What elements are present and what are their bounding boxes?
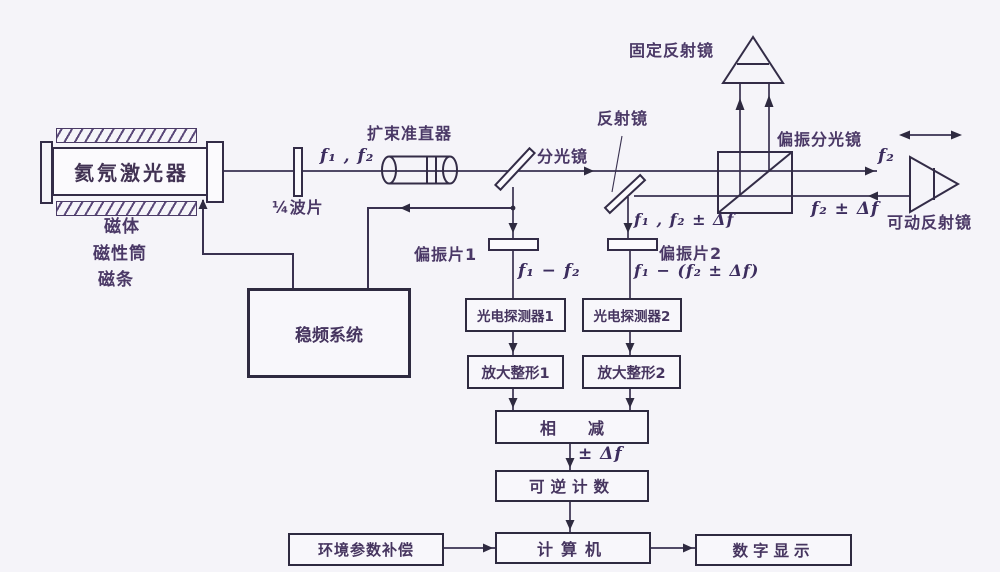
detector1-label: 光电探测器1 <box>477 309 554 325</box>
polarizer2-glass <box>607 238 658 251</box>
magnet-bar-top <box>56 128 197 143</box>
beam-splitter-glass <box>493 146 537 192</box>
fixed-reflector-label: 固定反射镜 <box>629 41 715 60</box>
subtract-box: 相 减 <box>495 410 649 444</box>
expander-label: 扩束准直器 <box>367 124 453 143</box>
amp1-box: 放大整形1 <box>467 355 564 389</box>
amp2-label: 放大整形2 <box>597 365 666 382</box>
beam-label-f1f2: f₁ , f₂ <box>320 146 375 166</box>
mirror-label: 反射镜 <box>597 109 649 128</box>
arrow-motion-right <box>951 130 962 140</box>
env-comp-box: 环境参数补偿 <box>288 533 444 566</box>
arrow-computer-display <box>683 543 693 553</box>
movable-reflector-label: 可动反射镜 <box>887 213 973 232</box>
display-box: 数字显示 <box>695 534 852 566</box>
beam-label-f1-minus-f2: f₁ − f₂ <box>518 261 581 281</box>
detector1-box: 光电探测器1 <box>465 298 566 332</box>
detector2-box: 光电探测器2 <box>582 298 682 332</box>
arrow-env-computer <box>483 543 493 553</box>
magnet-bar-bottom <box>56 201 197 216</box>
arrow-pbs-up-left <box>735 98 745 110</box>
computer-box: 计算机 <box>495 532 651 564</box>
laser-feedback-line <box>202 200 294 288</box>
arrow-det1-amp1 <box>508 343 518 353</box>
arrow-motion-left <box>899 130 910 140</box>
beam-label-f1-minus-f2df: f₁ − (f₂ ± Δf) <box>634 261 760 280</box>
beamsplitter-label: 分光镜 <box>537 147 589 166</box>
mirror-label-leader <box>611 135 623 193</box>
beam-label-f2-df: f₂ ± Δf <box>811 199 880 219</box>
polarizer2-label: 偏振片2 <box>659 244 723 263</box>
expander-right-end <box>442 155 458 185</box>
beam-label-f1f2-df: f₁ , f₂ ± Δf <box>634 210 735 229</box>
pbs-label: 偏振分光镜 <box>777 130 863 149</box>
arrow-laser-feedback-up <box>198 199 208 209</box>
laser-tube: 氦氖激光器 <box>52 147 211 196</box>
arrow-branch-left <box>400 203 410 213</box>
arrow-amp2-sub <box>625 398 635 408</box>
subtract-label: 相 减 <box>539 419 604 438</box>
expander-left-end <box>381 155 397 185</box>
waveplate-label: ¼波片 <box>272 198 324 217</box>
polarizer1-label: 偏振片1 <box>414 245 478 264</box>
amp2-box: 放大整形2 <box>582 355 681 389</box>
label-pm-df: ± Δf <box>578 444 623 464</box>
freq-stab-label: 稳频系统 <box>295 325 363 346</box>
arrow-mirror-down <box>623 223 633 233</box>
env-comp-label: 环境参数补偿 <box>317 541 414 559</box>
arrow-det2-amp2 <box>625 343 635 353</box>
pbs-diagonal <box>717 151 793 214</box>
arrow-amp1-sub <box>508 398 518 408</box>
laser-end-cap <box>206 141 224 203</box>
counter-box: 可逆计数 <box>495 470 649 502</box>
arrow-counter-computer <box>565 520 575 530</box>
polarizer1-glass <box>488 238 539 251</box>
magnet-label-1: 磁体 <box>104 217 140 237</box>
arrow-pbs-up-right <box>764 95 774 107</box>
branch-junction-dot <box>510 205 516 211</box>
fixed-reflector-prism <box>721 35 785 84</box>
waveplate-glass <box>293 147 303 197</box>
freq-stab-box: 稳频系统 <box>247 288 411 378</box>
counter-label: 可逆计数 <box>528 478 615 496</box>
arrow-main-beam-right <box>865 166 875 176</box>
detector2-label: 光电探测器2 <box>593 309 671 325</box>
magnet-label-2: 磁性筒 <box>93 244 147 264</box>
freq-stab-branch-line <box>367 207 513 288</box>
arrow-main-beam-mid <box>584 166 594 176</box>
computer-label: 计算机 <box>536 540 609 559</box>
arrow-return-beam <box>868 191 878 201</box>
beam-label-f2: f₂ <box>878 146 895 166</box>
arrow-bs-down <box>508 223 518 233</box>
display-label: 数字显示 <box>732 542 815 560</box>
amp1-label: 放大整形1 <box>481 365 550 382</box>
mirror-glass <box>603 173 647 215</box>
arrow-sub-counter <box>565 458 575 468</box>
laser-label: 氦氖激光器 <box>74 161 189 185</box>
pbs-cube <box>717 151 793 214</box>
magnet-label-3: 磁条 <box>98 270 134 290</box>
